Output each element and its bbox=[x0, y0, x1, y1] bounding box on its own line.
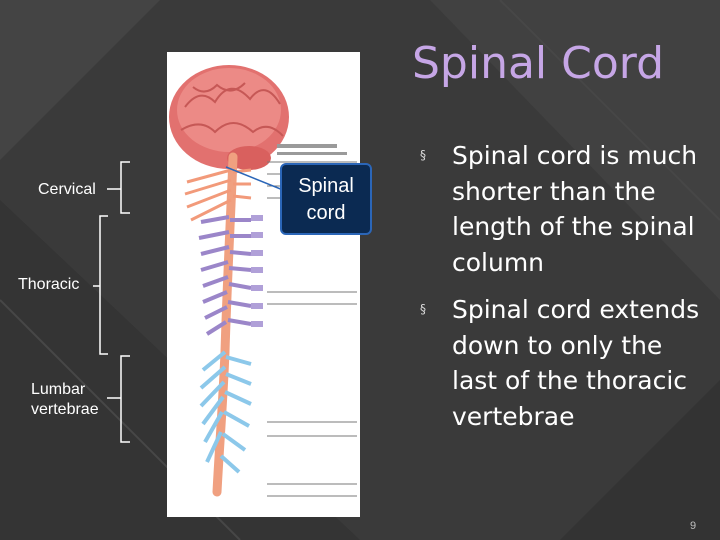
bullet-marker-icon: § bbox=[420, 302, 426, 316]
label-lumbar-line1: Lumbar bbox=[31, 381, 86, 398]
label-lumbar-line2: vertebrae bbox=[31, 401, 99, 418]
bullet-marker-icon: § bbox=[420, 148, 426, 162]
label-cervical: Cervical bbox=[38, 181, 96, 198]
bullet-item: § Spinal cord extends down to only the l… bbox=[420, 292, 710, 434]
bullet-text: Spinal cord is much shorter than the len… bbox=[452, 141, 698, 277]
label-thoracic: Thoracic bbox=[18, 276, 80, 293]
page-number: 9 bbox=[690, 520, 697, 532]
spinal-cord-figure bbox=[167, 52, 360, 517]
label-lumbar-vertebrae: Lumbar vertebrae bbox=[31, 380, 99, 420]
bullet-text: Spinal cord extends down to only the las… bbox=[452, 295, 700, 431]
spinal-cord-illustration bbox=[169, 65, 357, 497]
spinal-cord-callout: Spinal cord bbox=[280, 163, 372, 235]
bullet-list: § Spinal cord is much shorter than the l… bbox=[420, 138, 710, 446]
bullet-item: § Spinal cord is much shorter than the l… bbox=[420, 138, 710, 280]
callout-line1: Spinal bbox=[298, 175, 354, 197]
slide-title: Spinal Cord bbox=[412, 38, 665, 89]
callout-line2: cord bbox=[306, 202, 346, 224]
